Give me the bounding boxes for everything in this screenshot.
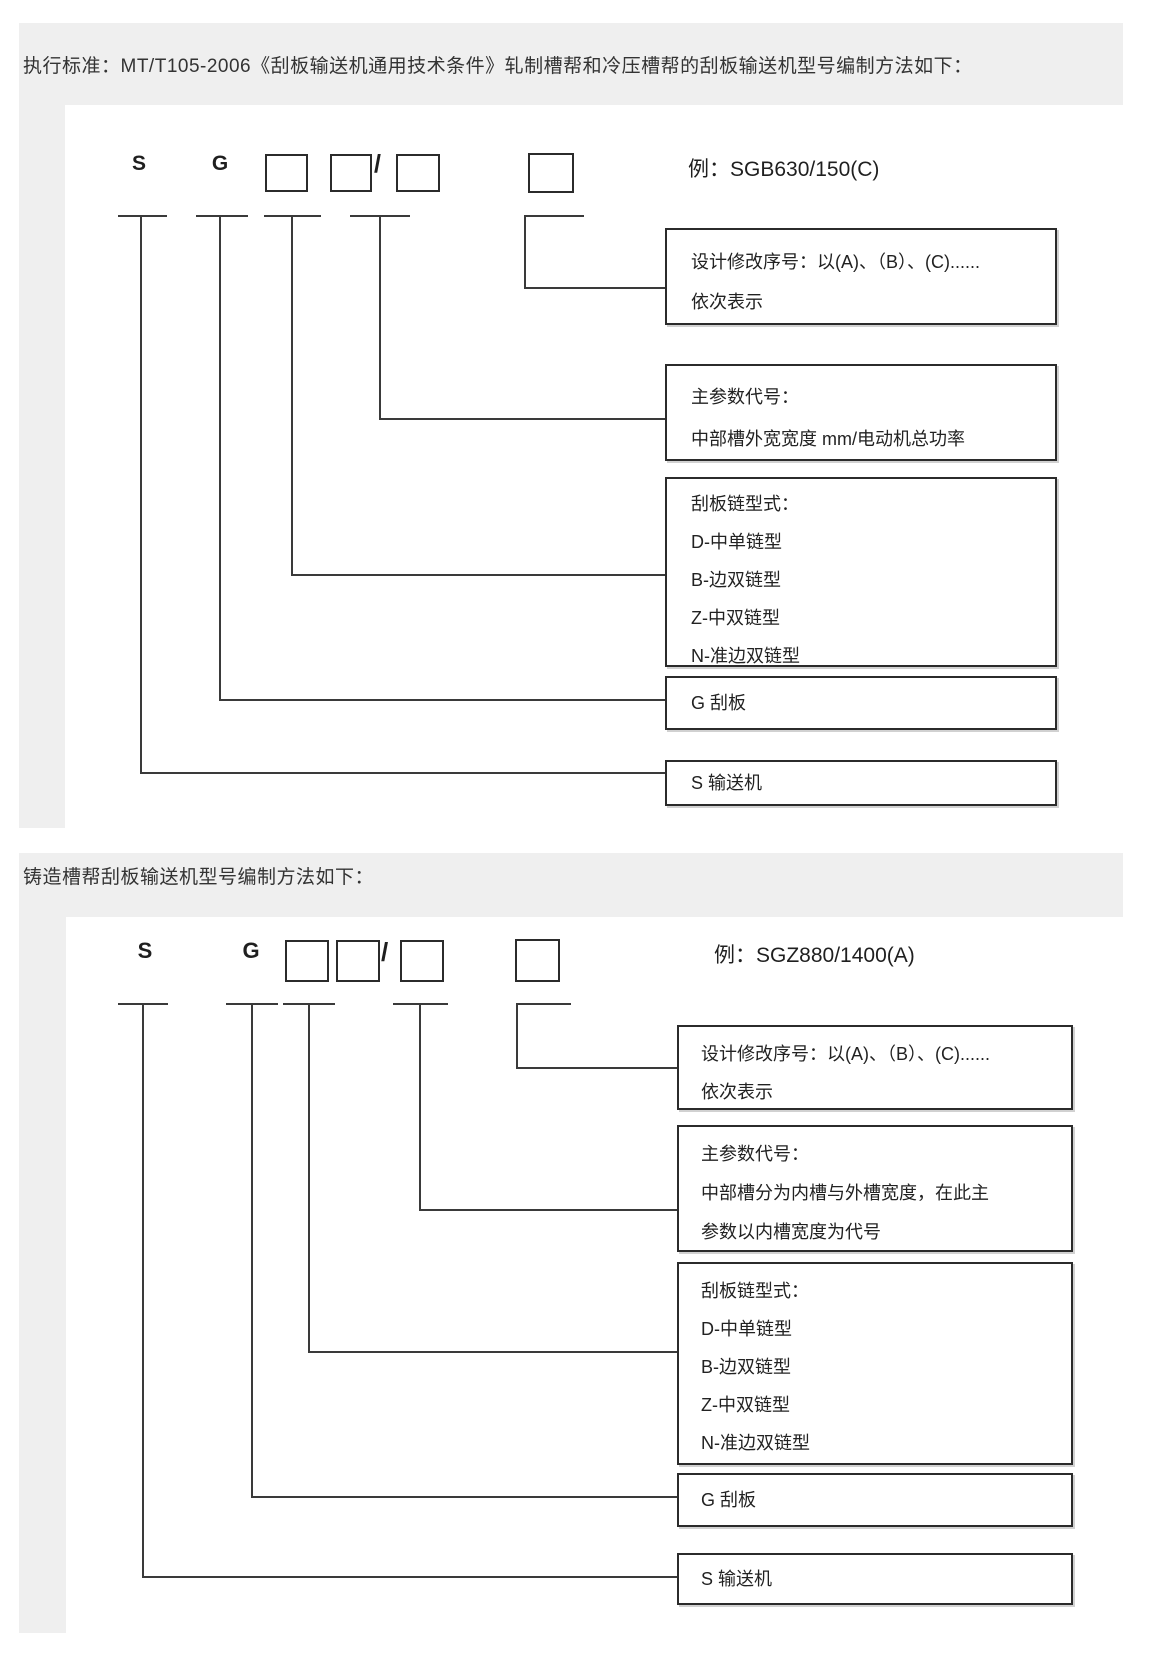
section1-tick-chain: [264, 215, 321, 217]
section1-tick-g: [196, 215, 248, 217]
label-line: 主参数代号：: [691, 387, 799, 407]
section2-connector-chain-horizontal: [308, 1351, 677, 1353]
label-line: B-边双链型: [701, 1357, 791, 1377]
section1-example: 例：SGB630/150(C): [688, 158, 880, 181]
section1-revision-box: [528, 153, 574, 193]
section2-tick-g: [226, 1003, 278, 1005]
section1-connector-chain-horizontal: [291, 574, 665, 576]
section2-label-s: S 输送机: [677, 1553, 1073, 1605]
section2-connector-revision-horizontal: [516, 1067, 677, 1069]
label-line: G 刮板: [691, 693, 747, 713]
section1-connector-param-vertical: [379, 217, 381, 420]
section1-label-main-param: 主参数代号： 中部槽外宽宽度 mm/电动机总功率: [665, 364, 1057, 461]
section2-code-letter-s: S: [137, 938, 153, 963]
section2-tick-chain: [283, 1003, 335, 1005]
label-line: N-准边双链型: [691, 646, 800, 666]
label-line: D-中单链型: [701, 1319, 792, 1339]
section1-connector-g-vertical: [219, 217, 221, 701]
section1-label-g: G 刮板: [665, 676, 1057, 730]
label-line: 设计修改序号：以(A)、（B）、(C)......: [691, 252, 980, 272]
section2-connector-chain-vertical: [308, 1005, 310, 1353]
section2-connector-g-horizontal: [251, 1496, 677, 1498]
label-line: 依次表示: [691, 292, 763, 312]
label-line: 参数以内槽宽度为代号: [701, 1222, 881, 1242]
section2-slash: /: [381, 937, 389, 967]
section2-label-revision: 设计修改序号：以(A)、（B）、(C)...... 依次表示: [677, 1025, 1073, 1110]
label-line: 中部槽分为内槽与外槽宽度，在此主: [701, 1183, 989, 1203]
section1-tick-param: [350, 215, 410, 217]
label-line: S 输送机: [691, 773, 763, 793]
section1-header: 执行标准：MT/T105-2006《刮板输送机通用技术条件》轧制槽帮和冷压槽帮的…: [23, 56, 973, 77]
label-line: Z-中双链型: [701, 1395, 790, 1415]
label-line: Z-中双链型: [691, 608, 780, 628]
label-line: 刮板链型式：: [701, 1281, 809, 1301]
section1-connector-revision-horizontal: [524, 287, 665, 289]
section2-connector-g-vertical: [251, 1005, 253, 1498]
section2-example: 例：SGZ880/1400(A): [714, 944, 915, 967]
section2-tick-param: [393, 1003, 448, 1005]
label-line: G 刮板: [701, 1490, 757, 1510]
section1-code-letter-s: S: [131, 152, 146, 175]
label-line: D-中单链型: [691, 532, 782, 552]
section2-connector-revision-vertical: [516, 1005, 518, 1069]
section1-label-chain-type: 刮板链型式： D-中单链型 B-边双链型 Z-中双链型 N-准边双链型: [665, 477, 1057, 667]
section1-label-revision: 设计修改序号：以(A)、（B）、(C)...... 依次表示: [665, 228, 1057, 325]
label-line: 刮板链型式：: [691, 494, 799, 514]
label-line: S 输送机: [701, 1569, 773, 1589]
section1-slash: /: [374, 150, 381, 178]
label-line: N-准边双链型: [701, 1433, 810, 1453]
section1-connector-s-horizontal: [140, 772, 665, 774]
section2-width-box: [336, 940, 380, 982]
label-line: 中部槽外宽宽度 mm/电动机总功率: [691, 429, 965, 449]
section2-label-main-param: 主参数代号： 中部槽分为内槽与外槽宽度，在此主 参数以内槽宽度为代号: [677, 1125, 1073, 1252]
section2-connector-s-vertical: [142, 1005, 144, 1578]
section2-revision-box: [515, 939, 560, 982]
section2-code-letter-g: G: [242, 938, 260, 963]
section1-width-box: [330, 154, 372, 192]
label-line: 主参数代号：: [701, 1144, 809, 1164]
section1-tick-s: [118, 215, 167, 217]
section2-header: 铸造槽帮刮板输送机型号编制方法如下：: [23, 867, 375, 888]
section1-code-letter-g: G: [211, 152, 229, 175]
section1-connector-param-horizontal: [379, 418, 665, 420]
section1-label-s: S 输送机: [665, 760, 1057, 806]
section2-label-chain-type: 刮板链型式： D-中单链型 B-边双链型 Z-中双链型 N-准边双链型: [677, 1262, 1073, 1465]
label-line: B-边双链型: [691, 570, 781, 590]
section2-connector-param-vertical: [419, 1005, 421, 1211]
section2-tick-s: [118, 1003, 168, 1005]
section2-label-g: G 刮板: [677, 1473, 1073, 1527]
section1-connector-chain-vertical: [291, 217, 293, 576]
section1-connector-g-horizontal: [219, 699, 665, 701]
section2-chain-type-box: [285, 940, 329, 982]
label-line: 依次表示: [701, 1082, 773, 1102]
label-line: 设计修改序号：以(A)、（B）、(C)......: [701, 1044, 990, 1064]
section1-power-box: [396, 154, 440, 192]
section2-power-box: [400, 940, 444, 982]
section1-chain-type-box: [265, 154, 308, 192]
section1-connector-revision-vertical: [524, 217, 526, 289]
section2-connector-param-horizontal: [419, 1209, 677, 1211]
section1-tick-revision: [524, 215, 584, 217]
section1-connector-s-vertical: [140, 217, 142, 774]
section2-tick-revision: [516, 1003, 571, 1005]
section2-connector-s-horizontal: [142, 1576, 677, 1578]
